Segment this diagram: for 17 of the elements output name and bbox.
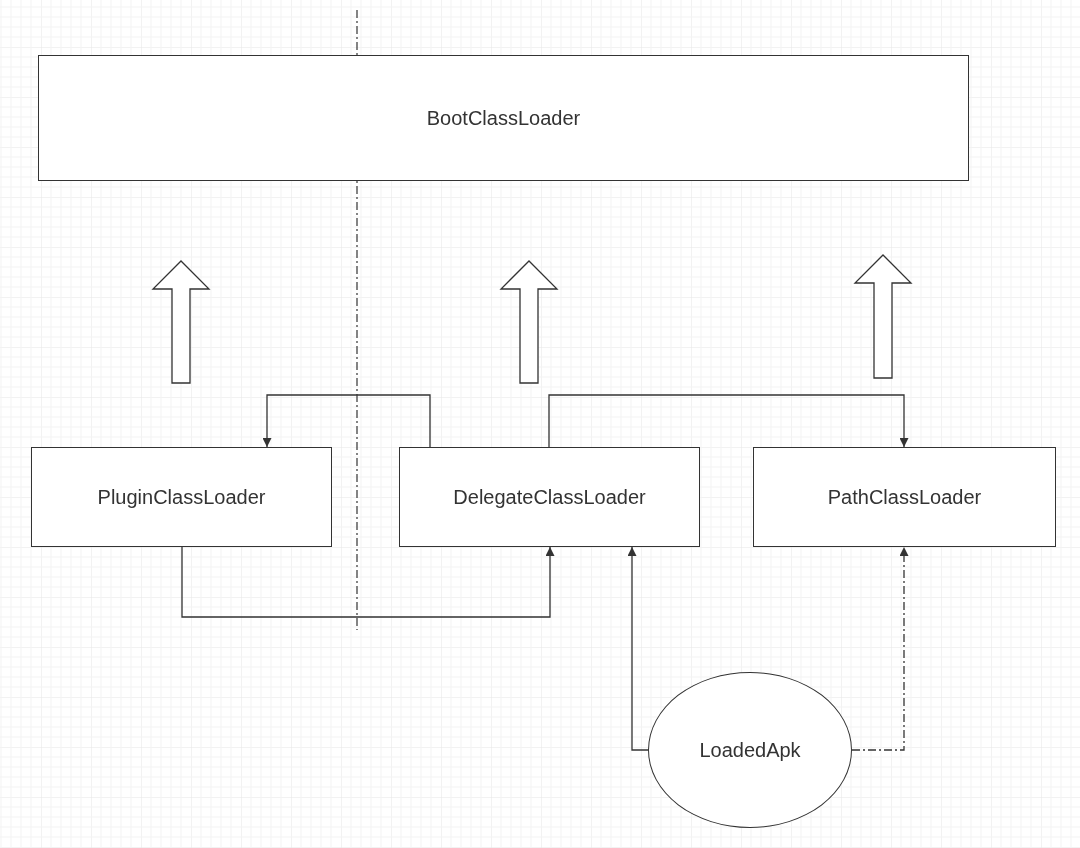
block-arrow <box>499 260 559 384</box>
node-label: BootClassLoader <box>426 106 581 131</box>
arrow <box>181 546 555 618</box>
arrow <box>851 546 909 751</box>
arrow <box>548 394 909 448</box>
node-label: PathClassLoader <box>827 485 982 510</box>
class-box <box>31 447 332 547</box>
block-arrow <box>151 260 211 384</box>
block-arrow <box>853 254 913 379</box>
class-box <box>38 55 969 181</box>
node-label: LoadedApk <box>699 738 801 763</box>
class-box <box>399 447 700 547</box>
node-label: PluginClassLoader <box>97 485 266 510</box>
arrow <box>627 546 649 751</box>
arrow <box>262 394 431 448</box>
node-label: DelegateClassLoader <box>453 485 646 510</box>
class-box <box>753 447 1056 547</box>
